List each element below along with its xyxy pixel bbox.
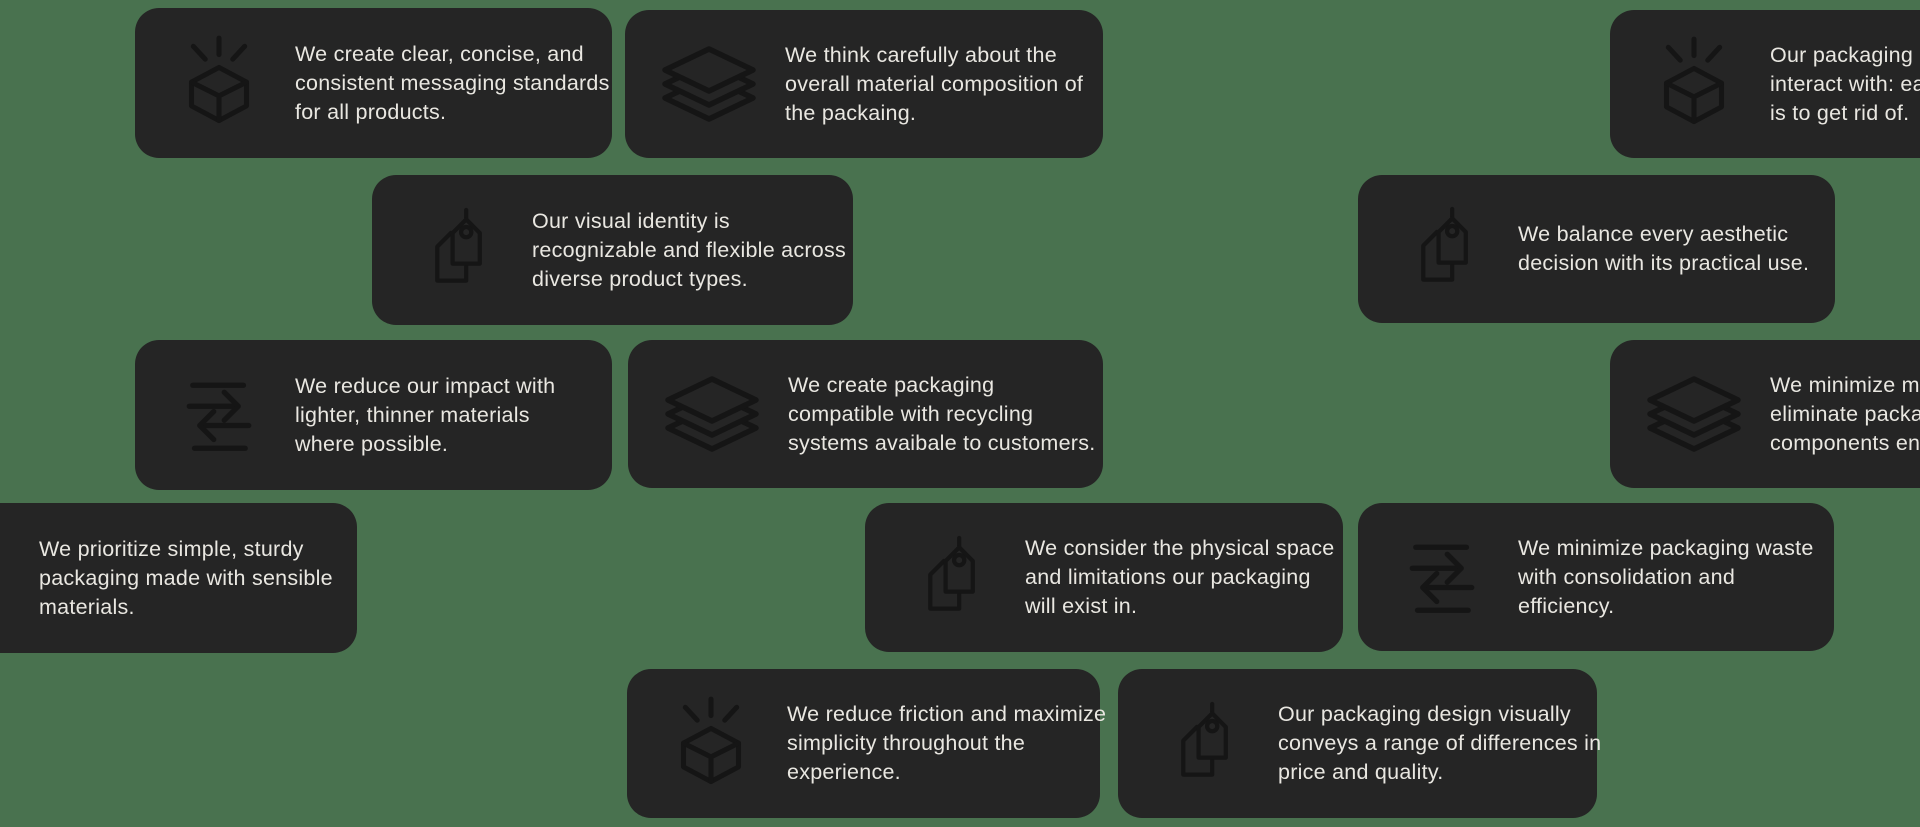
principle-text-line: We create packaging <box>788 372 995 397</box>
principle-text-line: packaging made with sensible <box>39 565 333 590</box>
principle-card: We minimize mat eliminate packag component… <box>1610 340 1920 488</box>
principle-card: Our packaging design visually conveys a r… <box>1118 669 1601 818</box>
principle-text-line: overall material composition of <box>785 71 1084 96</box>
principle-text-line: and limitations our packaging <box>1025 565 1311 589</box>
layers-icon <box>660 375 764 453</box>
principle-card: Our visual identity is recognizable and f… <box>372 175 853 325</box>
principle-card: We prioritize simple, sturdy packaging ma… <box>0 503 357 653</box>
price-tags-icon <box>404 200 508 300</box>
principle-text: Our visual identity is recognizable and f… <box>532 207 846 294</box>
principle-text-line: We create clear, concise, and <box>295 41 584 66</box>
principle-text-line: lighter, thinner materials <box>295 402 530 427</box>
principle-text-line: Our packaging design visually <box>1278 702 1571 726</box>
principle-text: We balance every aesthetic decision with … <box>1518 220 1809 278</box>
principle-text: We create packaging compatible with recyc… <box>788 371 1095 458</box>
principle-text-line: simplicity throughout the <box>787 731 1026 755</box>
principle-text-line: We minimize mat <box>1770 372 1920 397</box>
principle-text-line: We think carefully about the <box>785 42 1057 67</box>
price-tags-icon <box>1150 694 1254 794</box>
principle-text-line: compatible with recycling <box>788 401 1034 426</box>
principle-text: We minimize mat eliminate packag component… <box>1770 371 1920 458</box>
principle-card: We create packaging compatible with recyc… <box>628 340 1103 488</box>
principle-text: Our packaging is interact with: eas is to … <box>1770 41 1920 128</box>
principle-card: We reduce friction and maximize simplicit… <box>627 669 1106 818</box>
principle-text-line: We reduce friction and maximize <box>787 702 1107 726</box>
principle-text-line: diverse product types. <box>532 266 748 291</box>
principle-text-line: where possible. <box>295 431 449 456</box>
price-tags-icon <box>1390 199 1494 299</box>
principle-text: We consider the physical space and limita… <box>1025 534 1334 621</box>
principle-text: We think carefully about the overall mate… <box>785 41 1083 128</box>
principle-text-line: price and quality. <box>1278 760 1444 784</box>
principle-text: We reduce our impact with lighter, thinne… <box>295 372 555 459</box>
principle-text-line: We reduce our impact with <box>295 373 556 398</box>
principle-card: We reduce our impact with lighter, thinne… <box>135 340 612 490</box>
principle-text-line: We prioritize simple, sturdy <box>39 536 304 561</box>
principle-text-line: We balance every aesthetic <box>1518 222 1789 246</box>
principle-card: We consider the physical space and limita… <box>865 503 1343 652</box>
box-rays-icon <box>659 692 763 796</box>
principle-card: We create clear, concise, and consistent … <box>135 8 612 158</box>
principle-card: We think carefully about the overall mate… <box>625 10 1103 158</box>
box-rays-icon <box>1642 32 1746 136</box>
principle-text-line: We consider the physical space <box>1025 536 1335 560</box>
principle-text-line: components entir <box>1770 430 1920 455</box>
principle-text-line: efficiency. <box>1518 593 1615 618</box>
principle-text-line: eliminate packag <box>1770 401 1920 426</box>
layers-icon <box>657 45 761 123</box>
principle-text-line: systems avaibale to customers. <box>788 430 1096 455</box>
principle-text-line: We minimize packaging waste <box>1518 535 1814 560</box>
principle-text-line: decision with its practical use. <box>1518 251 1810 275</box>
principle-text-line: with consolidation and <box>1518 564 1736 589</box>
box-rays-icon <box>167 31 271 135</box>
principle-text-line: materials. <box>39 594 135 619</box>
principle-text-line: the packaing. <box>785 100 917 125</box>
principle-text-line: Our visual identity is <box>532 208 730 233</box>
principle-card: Our packaging is interact with: eas is to … <box>1610 10 1920 158</box>
swap-arrows-icon <box>1390 535 1494 619</box>
principle-text: Our packaging design visually conveys a r… <box>1278 700 1601 787</box>
principle-card: We minimize packaging waste with consolid… <box>1358 503 1834 651</box>
layers-icon <box>1642 375 1746 453</box>
price-tags-icon <box>897 528 1001 628</box>
principle-card: We balance every aesthetic decision with … <box>1358 175 1835 323</box>
principle-text: We create clear, concise, and consistent … <box>295 40 610 127</box>
principle-text-line: is to get rid of. <box>1770 100 1910 125</box>
principle-text: We reduce friction and maximize simplicit… <box>787 700 1106 787</box>
principle-text-line: conveys a range of differences in <box>1278 731 1602 755</box>
principle-text-line: interact with: eas <box>1770 71 1920 96</box>
principle-text-line: Our packaging is <box>1770 42 1920 67</box>
principle-text-line: for all products. <box>295 99 447 124</box>
principle-text-line: consistent messaging standards <box>295 70 610 95</box>
principle-text-line: will exist in. <box>1025 594 1138 618</box>
swap-arrows-icon <box>167 373 271 457</box>
principle-text: We prioritize simple, sturdy packaging ma… <box>39 535 333 622</box>
principle-text-line: experience. <box>787 760 901 784</box>
principle-text-line: recognizable and flexible across <box>532 237 846 262</box>
principle-text: We minimize packaging waste with consolid… <box>1518 534 1814 621</box>
